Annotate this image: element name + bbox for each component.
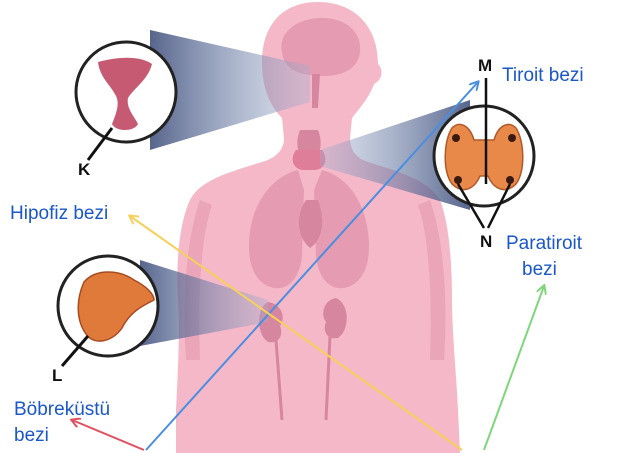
letter-l: L	[52, 366, 62, 386]
label-paratiroit-line2: bezi	[522, 258, 557, 282]
arrow-green	[484, 286, 544, 450]
label-tiroit: Tiroit bezi	[502, 64, 584, 88]
zoom-circle-l	[58, 256, 158, 366]
parathyroid-dot-2	[454, 176, 462, 184]
parathyroid-dot-4	[506, 176, 514, 184]
parathyroid-dot-3	[508, 134, 516, 142]
label-bobrekustu-line2: bezi	[14, 424, 49, 448]
label-hipofiz: Hipofiz bezi	[10, 202, 108, 226]
letter-n: N	[480, 232, 492, 252]
zoom-circle-thyroid	[434, 78, 534, 228]
parathyroid-dot-1	[452, 134, 460, 142]
label-paratiroit-line1: Paratiroit	[506, 232, 582, 256]
arrow-red	[72, 420, 144, 450]
letter-m: M	[478, 56, 492, 76]
letter-k: K	[78, 160, 90, 180]
label-bobrekustu-line1: Böbreküstü	[14, 398, 110, 422]
